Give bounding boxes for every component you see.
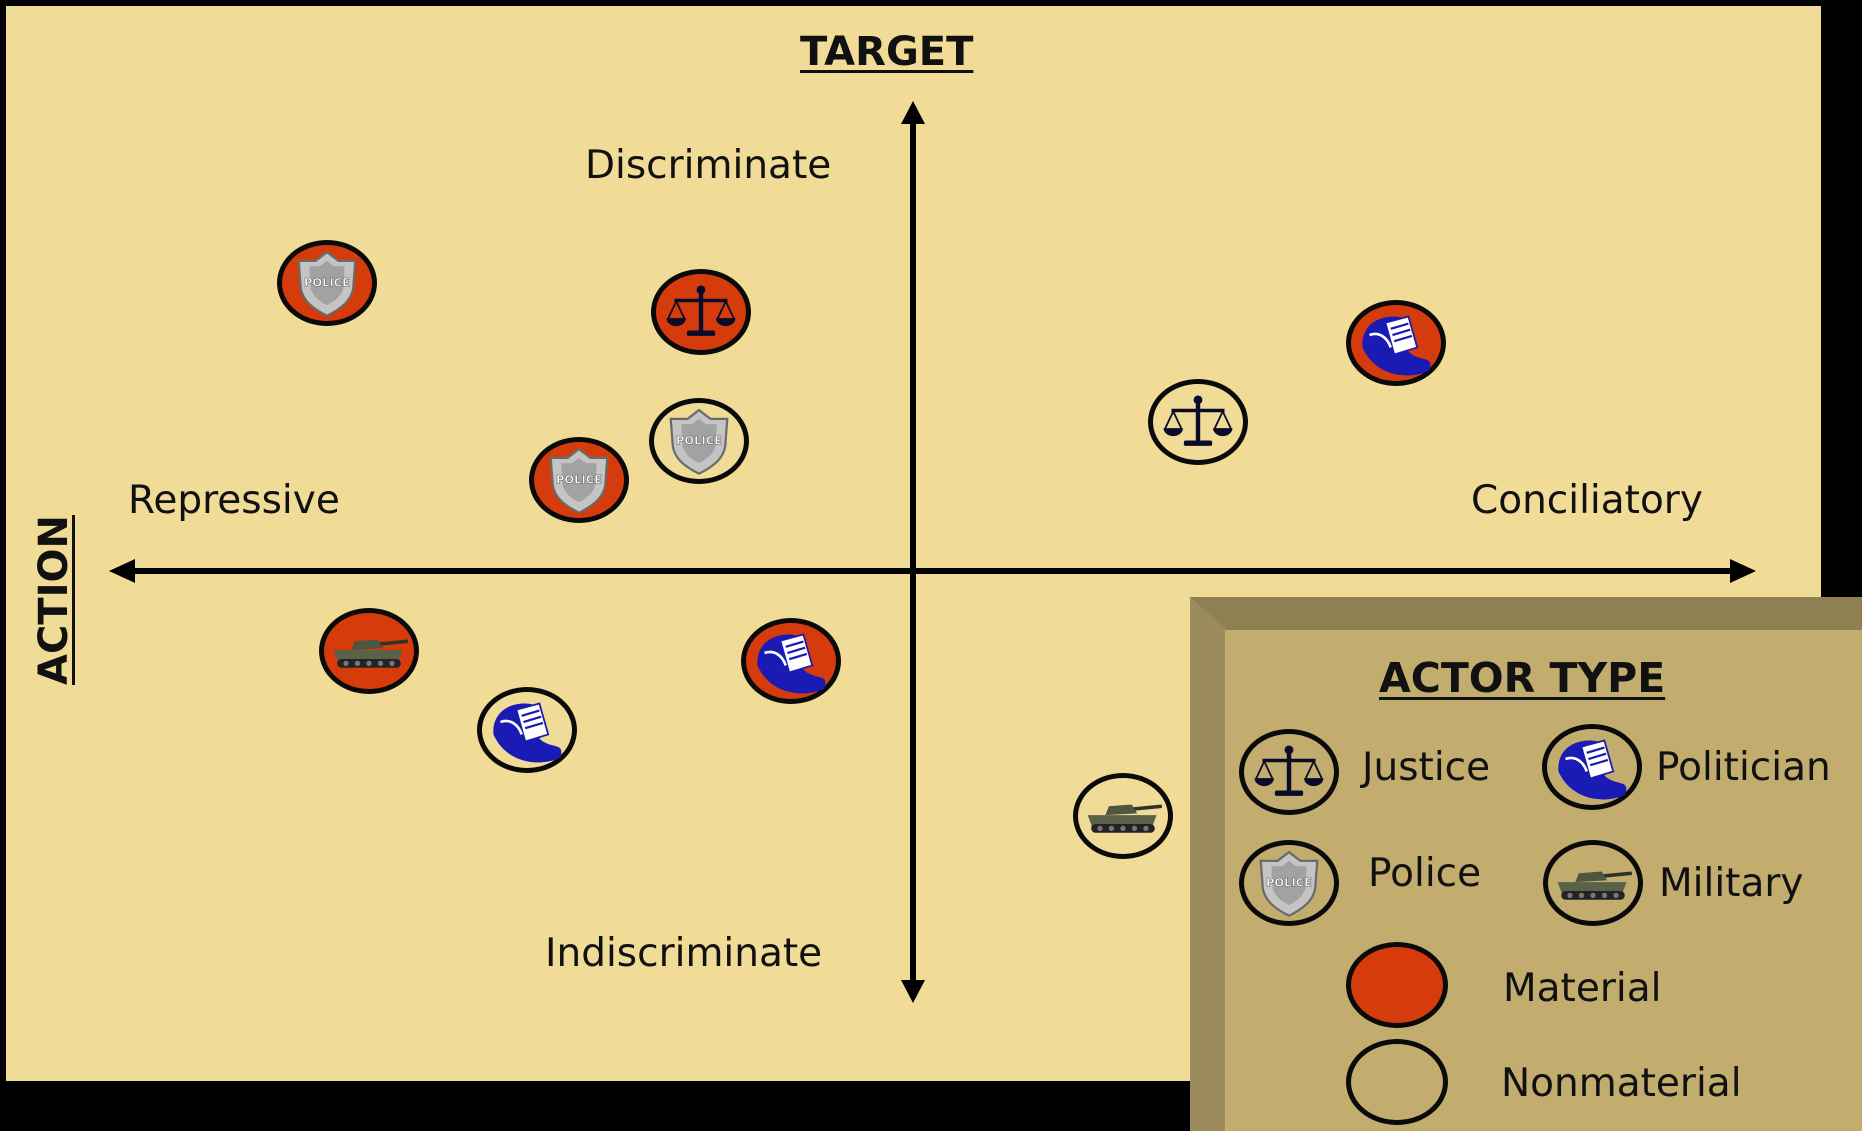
conciliatory-label: Conciliatory [1471, 478, 1703, 523]
legend-justice-label: Justice [1362, 745, 1491, 790]
politician-document-icon [1558, 739, 1627, 800]
left-arrow-icon [109, 559, 135, 583]
scales-icon [1254, 745, 1324, 796]
legend-justice-marker [1239, 729, 1339, 815]
tank-icon [333, 639, 409, 668]
discriminate-label: Discriminate [585, 143, 832, 188]
down-arrow-icon [901, 980, 925, 1003]
politician-document-icon [493, 702, 562, 763]
svg-text:POLICE: POLICE [1266, 876, 1312, 890]
svg-text:POLICE: POLICE [304, 276, 350, 290]
military-material-marker [319, 608, 419, 694]
legend-police-label: Police [1368, 851, 1482, 896]
legend-material-swatch [1346, 942, 1448, 1028]
legend-material-label: Material [1503, 966, 1662, 1011]
target-title: TARGET [800, 29, 974, 75]
justice-material-marker [651, 269, 751, 355]
right-arrow-icon [1730, 559, 1756, 583]
legend-military-label: Military [1659, 861, 1804, 906]
police-material-marker: POLICE [277, 240, 377, 326]
legend-politician-marker [1542, 724, 1642, 810]
indiscriminate-label: Indiscriminate [545, 931, 823, 976]
police-badge-icon: POLICE [549, 447, 609, 514]
svg-text:POLICE: POLICE [556, 473, 602, 487]
police-badge-icon: POLICE [669, 408, 729, 475]
tank-icon [1087, 804, 1163, 833]
politician-material-marker [741, 618, 841, 704]
legend-police-marker: POLICE [1239, 840, 1339, 926]
action-title: ACTION [31, 515, 77, 685]
svg-text:POLICE: POLICE [676, 434, 722, 448]
politician-material-marker [1346, 300, 1446, 386]
legend-military-marker [1543, 840, 1643, 926]
legend-politician-label: Politician [1656, 745, 1831, 790]
police-badge-icon: POLICE [297, 250, 357, 317]
police-badge-icon: POLICE [1259, 850, 1319, 917]
legend-nonmaterial-swatch [1346, 1039, 1448, 1125]
politician-document-icon [757, 633, 826, 694]
scales-icon [1163, 395, 1233, 446]
scales-icon [666, 285, 736, 336]
up-arrow-icon [901, 101, 925, 124]
police-nonmaterial-marker: POLICE [649, 398, 749, 484]
military-nonmaterial-marker [1073, 773, 1173, 859]
justice-nonmaterial-marker [1148, 379, 1248, 465]
repressive-label: Repressive [128, 478, 340, 523]
police-material-marker: POLICE [529, 437, 629, 523]
tank-icon [1557, 871, 1633, 900]
politician-nonmaterial-marker [477, 687, 577, 773]
legend-side-face [1190, 597, 1226, 1131]
legend-top-face [1190, 597, 1862, 631]
legend-title: ACTOR TYPE [1379, 654, 1666, 702]
legend-nonmaterial-label: Nonmaterial [1501, 1061, 1742, 1106]
politician-document-icon [1362, 315, 1431, 376]
